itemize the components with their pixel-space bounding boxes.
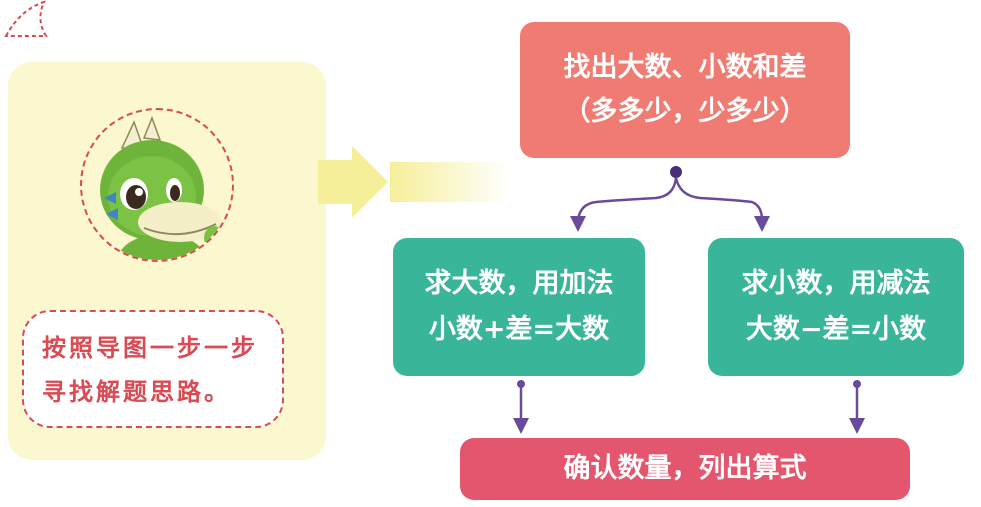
step-find-larger-line-1: 求大数，用加法 — [424, 268, 614, 299]
bubble-tail — [4, 0, 48, 37]
mascot-frame — [80, 108, 234, 262]
arrow-right-icon — [318, 146, 510, 218]
step-find-numbers-line-1: 找出大数、小数和差 — [563, 52, 807, 83]
speech-bubble: 按照导图一步一步 寻找解题思路。 — [22, 310, 284, 428]
step-write-equation-box: 确认数量，列出算式 — [460, 438, 910, 500]
step-find-numbers-box: 找出大数、小数和差 （多多少，少多少） — [520, 22, 850, 158]
dinosaur-mascot-icon — [100, 115, 224, 260]
step-write-equation-line-1: 确认数量，列出算式 — [563, 453, 807, 484]
step-find-smaller-line-2: 大数−差=小数 — [745, 314, 927, 345]
merge-connector — [513, 380, 865, 434]
step-find-smaller-box: 求小数，用减法 大数−差=小数 — [708, 238, 964, 376]
step-find-larger-line-2: 小数+差=大数 — [428, 314, 610, 345]
step-find-numbers-line-2: （多多少，少多少） — [563, 96, 807, 127]
step-find-larger-box: 求大数，用加法 小数+差=大数 — [393, 238, 645, 376]
branch-connector — [570, 166, 770, 232]
step-find-smaller-line-1: 求小数，用减法 — [741, 268, 931, 299]
bubble-line-1: 按照导图一步一步 — [42, 334, 258, 362]
bubble-line-2: 寻找解题思路。 — [42, 378, 231, 406]
